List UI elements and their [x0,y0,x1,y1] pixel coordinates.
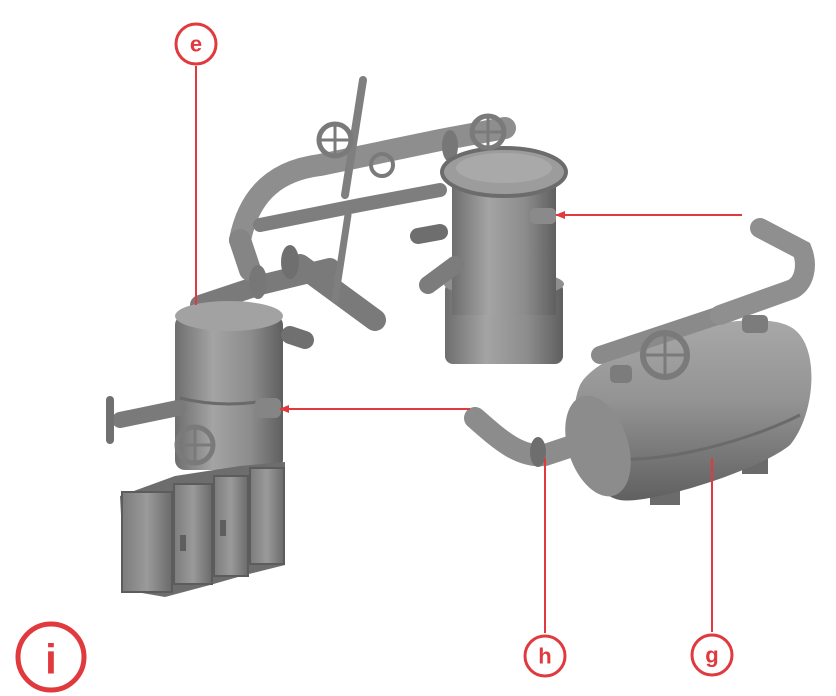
leader-lines [195,66,742,633]
vertical-tank-left [106,301,314,470]
callout-h-label: h [538,644,551,669]
step-badge: i [15,621,87,693]
handwheel-horizontal-tank [640,330,690,380]
handwheel-pipe-small [369,152,395,178]
vertical-tank-right [410,146,568,364]
callout-g-label: g [705,643,718,668]
callout-h: h [523,634,567,678]
handwheel-valves [174,113,690,466]
callout-e: e [174,22,218,66]
callout-g: g [690,633,734,677]
overhead-pipework [190,76,516,331]
control-cabinets [120,462,285,597]
handwheel-top-left [316,121,354,159]
handwheel-top-center [469,113,507,151]
handwheel-cabinets [174,424,216,466]
step-badge-label: i [45,636,57,683]
callout-e-label: e [190,32,202,57]
